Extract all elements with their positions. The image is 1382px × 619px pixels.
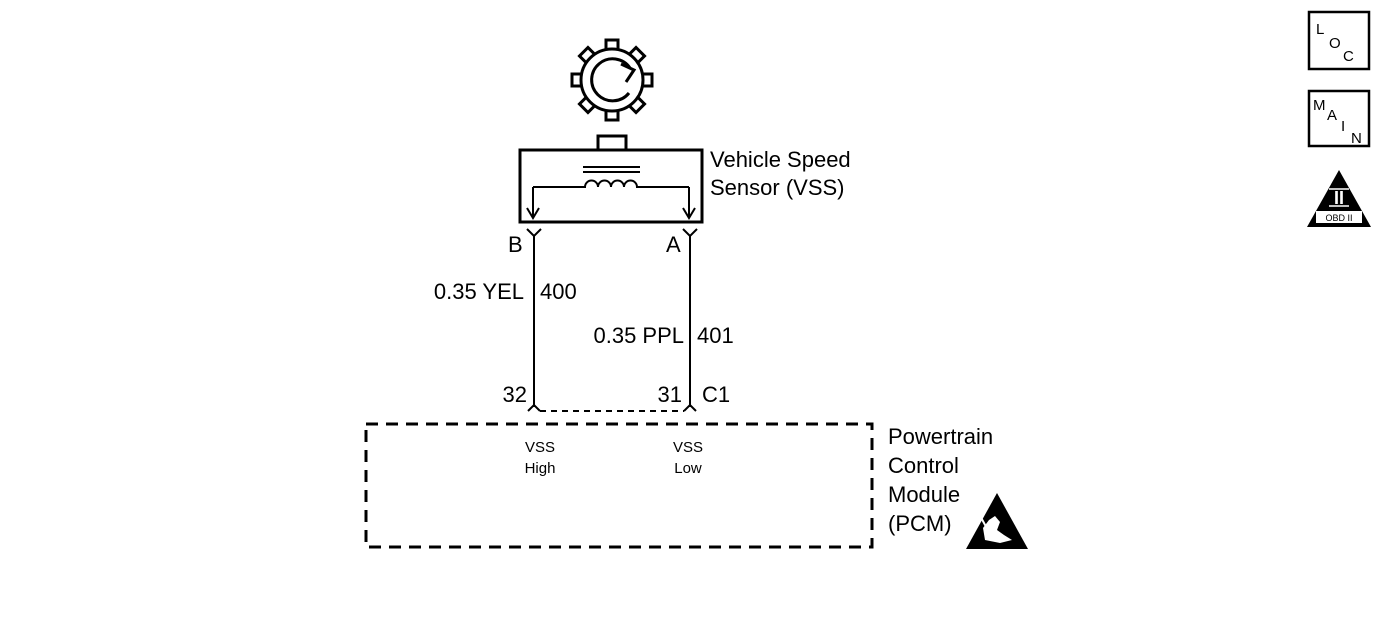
esd-sensitive-icon (966, 493, 1028, 549)
main-letter-i: I (1341, 118, 1345, 135)
loc-letter-l: L (1316, 21, 1324, 38)
terminal-a-label: A (666, 232, 681, 257)
location-icon[interactable]: L O C (1307, 10, 1371, 71)
wire-401-gauge-color: 0.35 PPL (593, 323, 684, 348)
main-letter-n: N (1351, 130, 1362, 147)
sensor-shaft (596, 134, 628, 152)
terminal-b-label: B (508, 232, 523, 257)
sensor-name-line1: Vehicle Speed (710, 147, 851, 172)
obd-label: OBD II (1325, 213, 1352, 223)
main-letter-a: A (1327, 107, 1337, 124)
wire-400-circuit: 400 (540, 279, 577, 304)
pcm-input-low-line2: Low (674, 460, 702, 477)
pcm-input-high-line2: High (525, 460, 556, 477)
pcm-connector-terminals (527, 403, 697, 412)
main-letter-m: M (1313, 97, 1326, 114)
reluctor-wheel-icon (570, 38, 654, 122)
wire-401-circuit: 401 (697, 323, 734, 348)
pcm-connector-label: C1 (702, 382, 730, 407)
loc-letter-o: O (1329, 35, 1341, 52)
obd-ii-icon[interactable]: II OBD II (1307, 170, 1371, 227)
pcm-box (364, 422, 874, 549)
pcm-name-line4: (PCM) (888, 511, 952, 536)
pcm-input-high-line1: VSS (525, 439, 555, 456)
main-menu-icon[interactable]: M A I N (1307, 89, 1371, 148)
obd-numeral: II (1334, 188, 1344, 208)
pcm-pin-high: 32 (503, 382, 527, 407)
coil-symbol (526, 166, 696, 220)
pcm-input-low-line1: VSS (673, 439, 703, 456)
pcm-pin-low: 31 (658, 382, 682, 407)
loc-letter-c: C (1343, 48, 1354, 65)
wire-400-gauge-color: 0.35 YEL (434, 279, 524, 304)
sensor-name-line2: Sensor (VSS) (710, 175, 845, 200)
pcm-name-line3: Module (888, 482, 960, 507)
pcm-name-line1: Powertrain (888, 424, 993, 449)
pcm-name-line2: Control (888, 453, 959, 478)
